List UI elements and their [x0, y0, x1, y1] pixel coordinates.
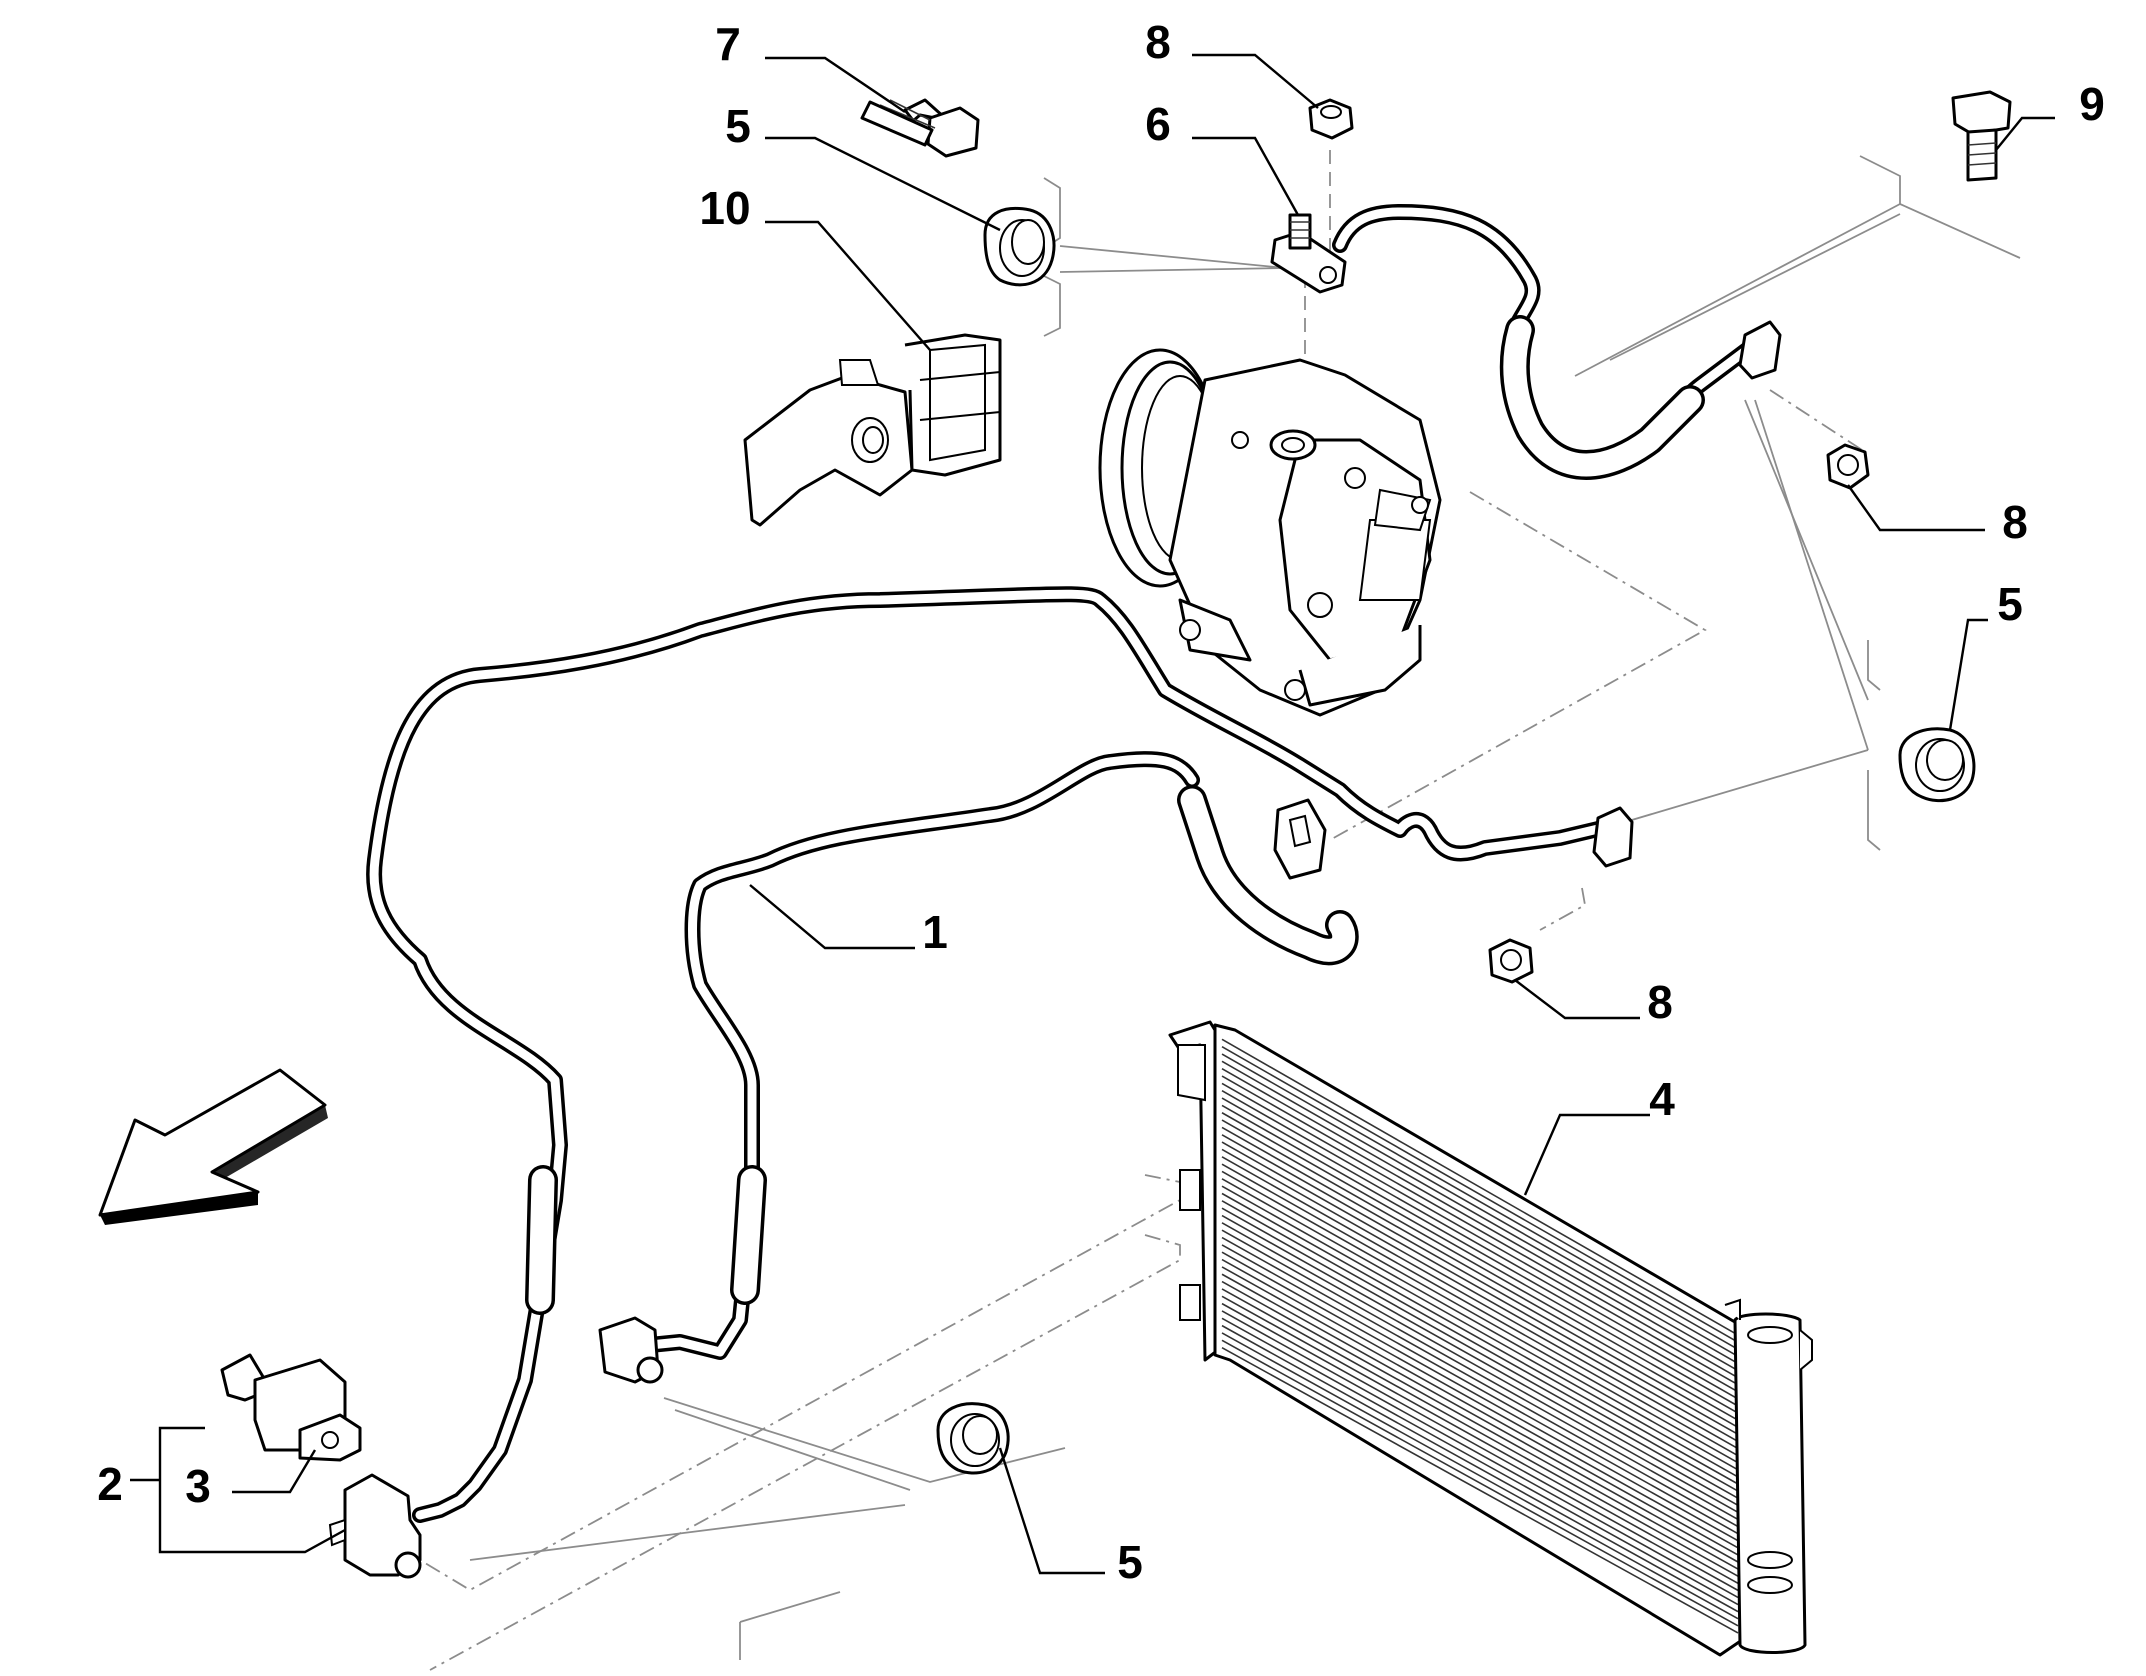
nut-8-right	[1826, 443, 1870, 490]
seal-ring-5-bottom	[936, 1402, 1010, 1475]
fitting-block-6	[1270, 213, 1347, 294]
part-label-8-middle: 8	[1647, 976, 1673, 1028]
condenser-fin	[1221, 1346, 1739, 1634]
condenser-fin	[1221, 1148, 1739, 1443]
part-label-5-bottom: 5	[1117, 1536, 1143, 1588]
condenser-fin	[1221, 1302, 1739, 1592]
part-label-9: 9	[2079, 78, 2105, 130]
condenser-fin	[1221, 1038, 1739, 1336]
condenser-fin	[1221, 1251, 1739, 1542]
condenser-fin	[1221, 1339, 1739, 1627]
front-direction-arrow-icon	[98, 1068, 328, 1225]
part-label-3: 3	[185, 1460, 211, 1512]
condenser-fin	[1221, 1310, 1739, 1599]
condenser-fin	[1221, 1060, 1739, 1358]
condenser-fin	[1221, 1185, 1739, 1478]
part-labels: 7 5 10 8 6 9 8 5 1 8 4 2 3 5	[97, 16, 2105, 1588]
part-label-8-right: 8	[2002, 496, 2028, 548]
part-label-1: 1	[922, 906, 948, 958]
condenser-fin	[1221, 1192, 1739, 1485]
condenser-fin	[1221, 1273, 1739, 1563]
condenser-fin	[1221, 1170, 1739, 1464]
nut-8-middle	[1488, 938, 1534, 984]
condenser-fins	[1221, 1038, 1739, 1634]
condenser-fin	[1221, 1244, 1739, 1535]
bracket-10	[743, 333, 1002, 527]
condenser-fin	[1221, 1266, 1739, 1556]
condenser-fin	[1221, 1075, 1739, 1372]
condenser-fin	[1221, 1134, 1739, 1428]
pipe-end-fittings	[1273, 320, 1782, 880]
part-label-10: 10	[699, 182, 750, 234]
seal-ring-5-top	[983, 206, 1056, 287]
condenser-fin	[1221, 1214, 1739, 1506]
condenser-fin	[1221, 1104, 1739, 1400]
condenser-fin	[1221, 1053, 1739, 1350]
part-label-6: 6	[1145, 98, 1171, 150]
condenser-fin	[1221, 1068, 1739, 1365]
condenser-fin	[1221, 1126, 1739, 1421]
condenser-fin	[1221, 1258, 1739, 1549]
condenser-fin	[1221, 1119, 1739, 1414]
part-label-8-top: 8	[1145, 16, 1171, 68]
ac-compressor	[1098, 348, 1442, 717]
condenser-fin	[1221, 1097, 1739, 1393]
condenser-fin	[1221, 1141, 1739, 1436]
condenser-fin	[1221, 1288, 1739, 1577]
condenser-fin	[1221, 1112, 1739, 1407]
part-label-7: 7	[715, 18, 741, 70]
seal-ring-5-right	[1898, 727, 1976, 803]
part-label-5-top: 5	[725, 100, 751, 152]
pipe-fitting-lower	[598, 1316, 664, 1384]
condenser-fin	[1221, 1207, 1739, 1499]
condenser-fin	[1221, 1229, 1739, 1521]
part-label-5-right: 5	[1997, 578, 2023, 630]
refrigerant-pipe-assembly	[366, 204, 1768, 1523]
condenser-fin	[1221, 1082, 1739, 1379]
nut-8-top	[1308, 98, 1354, 140]
leader-lines	[130, 53, 2055, 1575]
condenser-fin	[1221, 1156, 1739, 1450]
condenser-4	[1168, 1020, 1813, 1657]
part-label-4: 4	[1649, 1073, 1675, 1125]
condenser-fin	[1221, 1090, 1739, 1386]
condenser-fin	[1221, 1222, 1739, 1514]
condenser-fin	[1221, 1236, 1739, 1528]
condenser-fin	[1221, 1324, 1739, 1613]
bolt-9	[1951, 90, 2012, 182]
condenser-fin	[1221, 1295, 1739, 1584]
condenser-fin	[1221, 1332, 1739, 1620]
part-label-2: 2	[97, 1458, 123, 1510]
bolt-7	[860, 98, 980, 158]
condenser-fin	[1221, 1317, 1739, 1606]
condenser-fin	[1221, 1163, 1739, 1457]
condenser-fin	[1221, 1178, 1739, 1471]
condenser-fin	[1221, 1280, 1739, 1570]
reference-lines	[419, 150, 2021, 1671]
valve-fitting-3	[220, 1353, 362, 1462]
condenser-fin	[1221, 1200, 1739, 1492]
pressure-switch-2	[328, 1473, 422, 1579]
condenser-fin	[1221, 1045, 1739, 1343]
